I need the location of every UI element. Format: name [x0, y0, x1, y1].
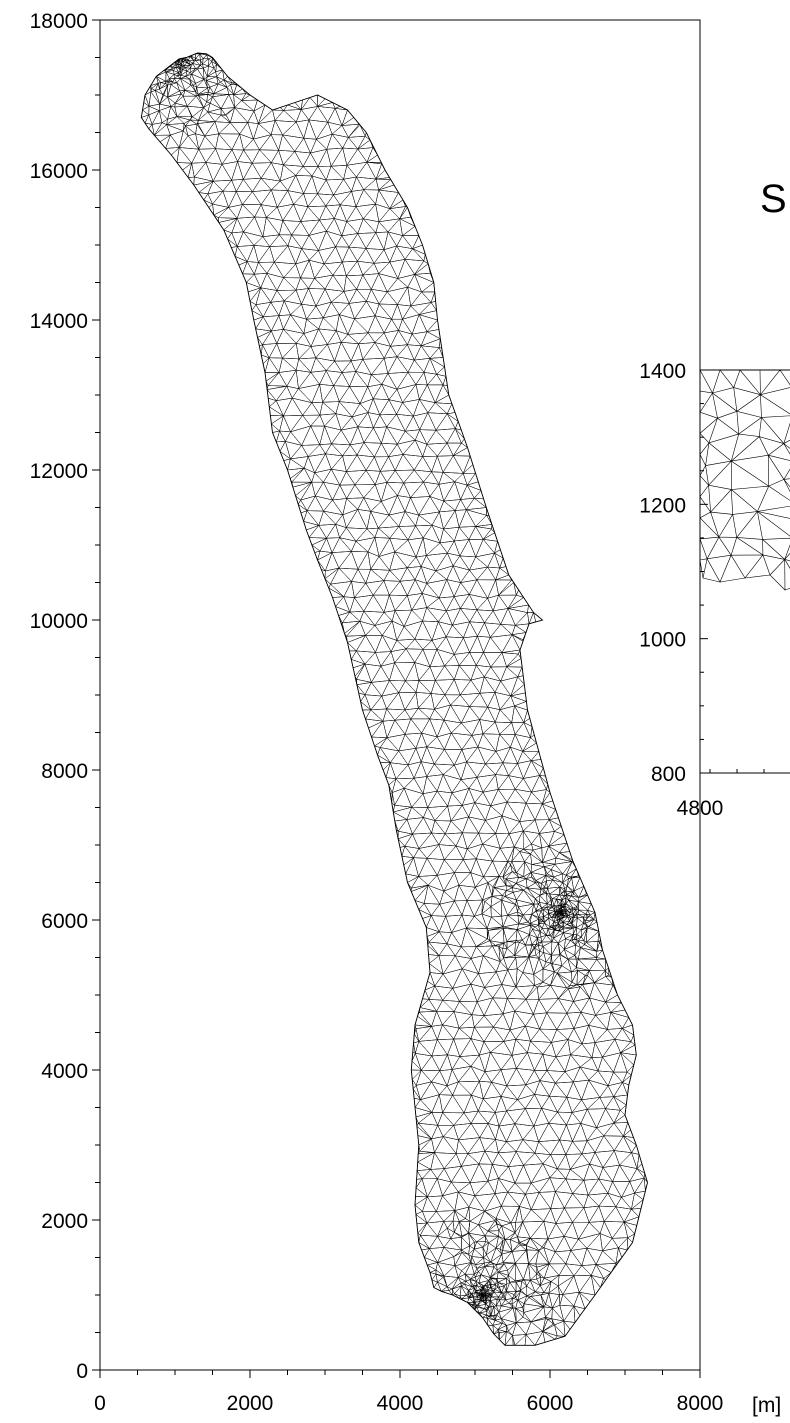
y-tick-label: 16000 — [30, 160, 88, 183]
main-plot-frame — [99, 19, 701, 1371]
inset-x-tick-label: 4800 — [677, 797, 724, 820]
inset-x-axis: 4800 — [677, 769, 765, 820]
inset-y-tick-label: 1000 — [639, 629, 686, 652]
main-mesh-outline — [140, 52, 648, 1346]
y-tick-label: 14000 — [30, 310, 88, 333]
x-tick-label: 2000 — [227, 1392, 274, 1415]
main-x-axis: 0 2000 4000 6000 8000 — [94, 1370, 723, 1415]
mesh-triangles — [140, 52, 648, 1347]
y-tick-label: 2000 — [41, 1210, 88, 1233]
inset-y-tick-label: 800 — [651, 763, 686, 786]
y-tick-label: 0 — [76, 1360, 88, 1383]
x-tick-label: 4000 — [377, 1392, 424, 1415]
inset-y-tick-label: 1200 — [639, 494, 686, 517]
y-tick-label: 10000 — [30, 610, 88, 633]
main-mesh — [140, 52, 648, 1347]
y-tick-label: 4000 — [41, 1060, 88, 1083]
y-tick-label: 12000 — [30, 460, 88, 483]
side-letter: S — [760, 177, 787, 221]
inset-plot: 800 1000 1200 1400 4800 — [639, 360, 790, 820]
inset-mesh-triangles — [700, 370, 790, 591]
inset-mesh — [700, 370, 790, 591]
y-tick-label: 6000 — [41, 910, 88, 933]
x-tick-label: 6000 — [527, 1392, 574, 1415]
y-tick-label: 8000 — [41, 760, 88, 783]
y-tick-label: 18000 — [30, 10, 88, 33]
inset-y-axis: 800 1000 1200 1400 — [639, 360, 708, 786]
x-tick-label: 0 — [94, 1392, 106, 1415]
x-tick-label: 8000 — [677, 1392, 724, 1415]
main-y-axis: 0 2000 4000 6000 8000 10000 12000 14000 16000 180… — [30, 10, 100, 1383]
main-plot: 0200040006000800010000120001400016000180… — [30, 10, 782, 1417]
inset-y-tick-label: 1400 — [639, 360, 686, 383]
x-unit-label: [m] — [752, 1394, 781, 1417]
